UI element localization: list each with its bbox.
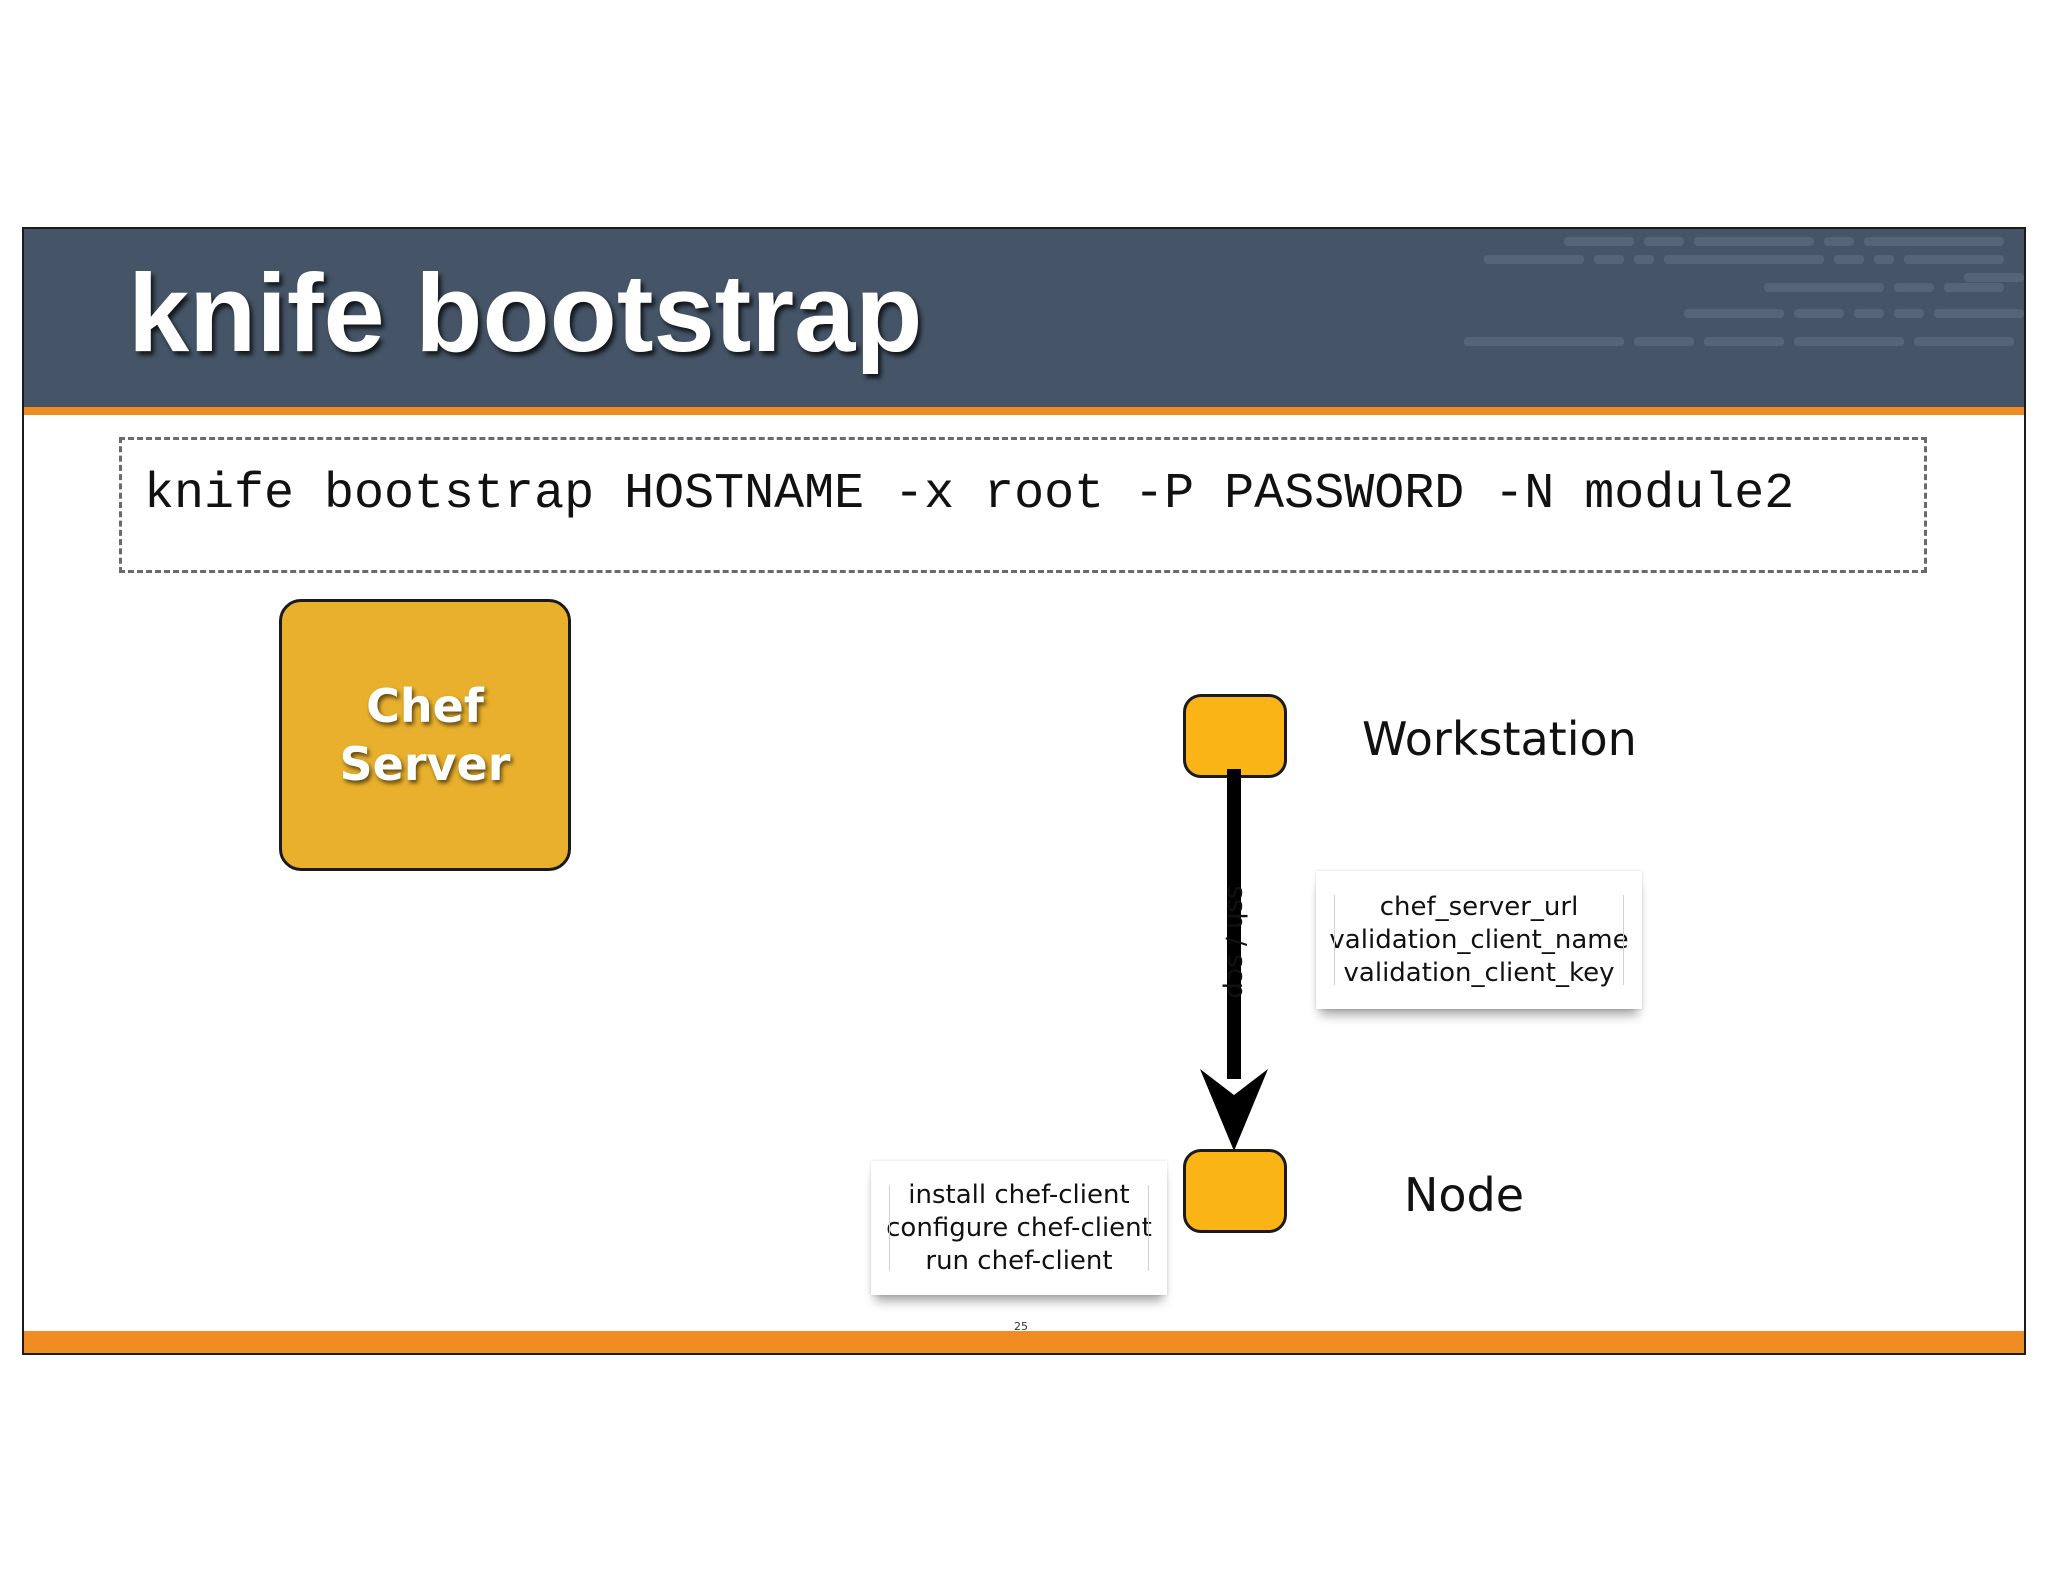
- header-bar: knife bootstrap: [24, 229, 2024, 407]
- config-note-line: validation_client_name: [1329, 924, 1629, 955]
- command-text: knife bootstrap HOSTNAME -x root -P PASS…: [144, 466, 1795, 523]
- config-note-line: validation_client_key: [1343, 957, 1615, 988]
- ssh-arrow: [1200, 769, 1268, 1151]
- arrow-head: [1200, 1069, 1268, 1151]
- arrow-shaft: [1227, 769, 1241, 1079]
- workstation-box: [1183, 694, 1287, 778]
- tasks-note-line: configure chef-client: [886, 1212, 1152, 1243]
- command-box: knife bootstrap HOSTNAME -x root -P PASS…: [119, 437, 1927, 573]
- tasks-note: install chef-client configure chef-clien…: [871, 1161, 1167, 1295]
- slide-title: knife bootstrap: [128, 252, 923, 375]
- page-number: 25: [1014, 1320, 1028, 1333]
- config-note-line: chef_server_url: [1379, 891, 1579, 922]
- node-label: Node: [1404, 1168, 1525, 1222]
- footer-accent-stripe: [24, 1331, 2024, 1353]
- tasks-note-line: install chef-client: [908, 1179, 1130, 1210]
- workstation-label: Workstation: [1362, 712, 1637, 766]
- connection-label-text: ssh / scp: [1221, 885, 1251, 999]
- decorative-dashes: [1464, 237, 2024, 346]
- header-accent-stripe: [24, 407, 2024, 415]
- config-note: chef_server_url validation_client_name v…: [1316, 871, 1642, 1009]
- chef-server-box: Chef Server: [279, 599, 571, 871]
- slide: knife bootstrap knife bootstrap HOSTNAME…: [22, 227, 2026, 1355]
- chef-server-label: Chef Server: [339, 679, 511, 791]
- node-box: [1183, 1149, 1287, 1233]
- tasks-note-line: run chef-client: [925, 1245, 1113, 1276]
